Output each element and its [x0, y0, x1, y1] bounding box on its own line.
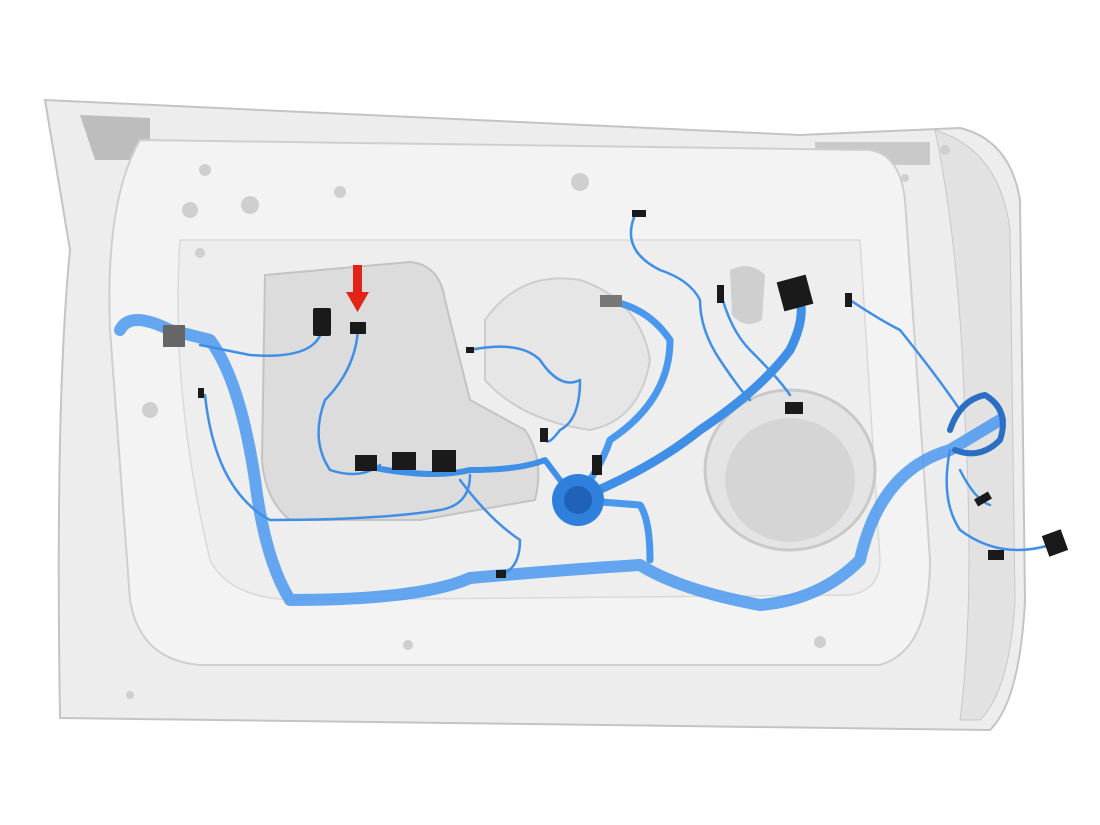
harness-main-trunk	[114, 314, 1006, 611]
rear-slot	[730, 266, 765, 324]
speaker-opening-inner	[725, 418, 855, 542]
connector-icon	[540, 428, 548, 442]
harness-right-coil	[947, 392, 1006, 457]
connector-icon	[350, 322, 366, 334]
connector-icon	[355, 455, 377, 471]
connector-icon	[717, 285, 724, 303]
connector-icon	[785, 402, 803, 414]
connector-icon	[1041, 529, 1069, 557]
harness-thin-wires	[198, 213, 1052, 575]
connector-icon	[198, 388, 204, 398]
main-access-opening	[260, 260, 540, 521]
center-opening	[484, 277, 652, 432]
connector-icon	[632, 210, 646, 217]
connector-icon	[974, 491, 992, 507]
red-arrow-pointer-icon	[346, 265, 369, 312]
connectors	[163, 210, 1069, 578]
harness-upper-branch	[570, 295, 806, 505]
top-rail	[80, 115, 150, 160]
connector-icon	[496, 570, 506, 578]
connector-icon	[392, 452, 416, 470]
connector-icon	[845, 293, 852, 307]
grommet-icon	[552, 474, 604, 526]
connector-icon	[988, 550, 1004, 560]
connector-icon	[600, 295, 622, 307]
connector-icon	[592, 455, 602, 475]
harness-left-branch	[357, 457, 578, 503]
connector-icon	[776, 274, 814, 312]
connector-icon	[163, 325, 185, 347]
wiring-harness	[114, 213, 1052, 611]
connector-icon	[466, 347, 474, 353]
mounting-holes	[126, 145, 950, 699]
door-hinge-side	[934, 129, 1016, 721]
connector-icon	[313, 308, 331, 336]
connector-icon	[432, 450, 456, 472]
